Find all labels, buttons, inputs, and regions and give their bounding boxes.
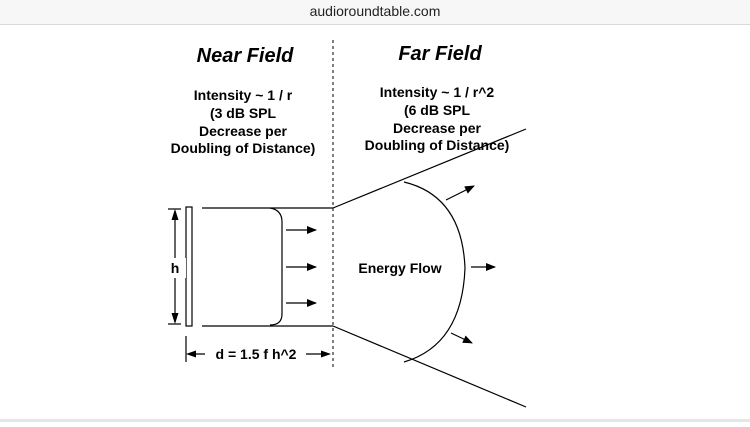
near-field-line-2: (3 dB SPL <box>210 105 277 121</box>
near-field-beam <box>202 207 333 327</box>
url-text[interactable]: audioroundtable.com <box>309 3 441 19</box>
height-label-bg <box>164 258 186 278</box>
near-field-arrows <box>286 226 317 307</box>
far-arrow-up <box>445 185 475 201</box>
distance-label: d = 1.5 f h^2 <box>216 346 297 362</box>
far-field-line-2: (6 dB SPL <box>404 102 471 118</box>
far-arrow-down <box>450 332 473 344</box>
sound-source-plate <box>185 206 193 327</box>
near-field-line-4: Doubling of Distance) <box>171 140 316 156</box>
near-far-field-diagram: Near Field Far Field Intensity ~ 1 / r (… <box>0 25 750 422</box>
far-field-line-3: Decrease per <box>393 120 482 136</box>
near-field-line-3: Decrease per <box>199 123 288 139</box>
near-field-line-1: Intensity ~ 1 / r <box>194 87 293 103</box>
far-field-line-1: Intensity ~ 1 / r^2 <box>380 84 495 100</box>
far-field-title: Far Field <box>398 43 482 65</box>
distance-dimension <box>185 336 331 362</box>
page-bottom-border <box>0 419 750 422</box>
far-field-line-4: Doubling of Distance) <box>365 137 510 153</box>
far-field-arrows <box>445 185 496 344</box>
browser-address-bar[interactable]: audioroundtable.com <box>0 0 750 25</box>
energy-flow-label: Energy Flow <box>358 260 441 276</box>
height-label: h <box>171 260 180 276</box>
diagram-svg: Near Field Far Field Intensity ~ 1 / r (… <box>164 40 527 408</box>
far-field-horn <box>332 128 527 408</box>
near-field-title: Near Field <box>197 45 294 67</box>
